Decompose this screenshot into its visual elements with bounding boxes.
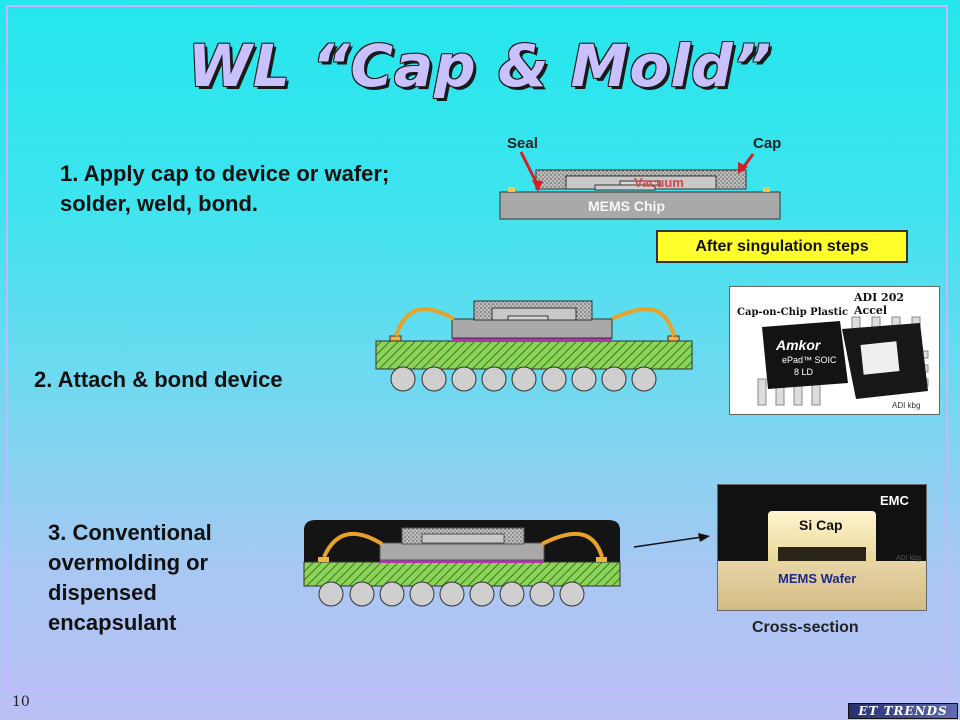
step-2-text: 2. Attach & bond device bbox=[34, 367, 283, 392]
step-1-line-1: 1. Apply cap to device or wafer; bbox=[60, 161, 390, 186]
cross-section-photo: EMC Si Cap MEMS Wafer ADI kbg bbox=[717, 484, 927, 611]
step-1-text: 1. Apply cap to device or wafer; solder,… bbox=[60, 159, 389, 219]
step-3-text: 3. Conventional overmolding or dispensed… bbox=[48, 518, 212, 638]
mems-wafer-label: MEMS Wafer bbox=[778, 571, 857, 586]
step-3-line-3: dispensed bbox=[48, 580, 157, 605]
mems-chip-label: MEMS Chip bbox=[588, 198, 665, 214]
si-cap-label: Si Cap bbox=[799, 517, 843, 533]
cap-cavity bbox=[778, 547, 866, 561]
package-part-label: ADI 202 Accel bbox=[854, 291, 905, 317]
pointer-arrow bbox=[633, 533, 710, 548]
capped-chip-diagram bbox=[499, 151, 781, 220]
step-3-line-2: overmolding or bbox=[48, 550, 209, 575]
wafer-layer bbox=[718, 561, 926, 610]
package-line-1: ePad™ SOIC bbox=[782, 355, 837, 365]
package-chips-graphic bbox=[757, 316, 929, 406]
emc-label: EMC bbox=[880, 493, 909, 508]
et-trends-logo: ET TRENDS bbox=[848, 703, 958, 719]
step-3-line-4: encapsulant bbox=[48, 610, 177, 635]
step-3-line-1: 3. Conventional bbox=[48, 520, 212, 545]
package-title-label: Cap-on-Chip Plastic bbox=[737, 307, 849, 318]
package-line-2: 8 LD bbox=[794, 367, 814, 377]
after-singulation-box: After singulation steps bbox=[656, 230, 908, 263]
slide-title: WL “Cap & Mold” bbox=[188, 32, 772, 100]
package-brand: Amkor bbox=[776, 337, 821, 353]
package-credit: ADI kbg bbox=[892, 401, 921, 410]
section-credit: ADI kbg bbox=[896, 555, 921, 562]
step-1-line-2: solder, weld, bond. bbox=[60, 191, 259, 216]
overmold-diagram bbox=[303, 520, 621, 607]
vacuum-label: Vacuum bbox=[634, 175, 684, 190]
cross-section-caption: Cross-section bbox=[752, 619, 859, 636]
package-photo: ADI 202 Accel Cap-on-Chip Plastic Amkor … bbox=[729, 286, 940, 415]
seal-label: Seal bbox=[507, 135, 538, 152]
attach-bond-diagram bbox=[375, 300, 693, 392]
cap-label: Cap bbox=[753, 135, 782, 152]
page-number: 10 bbox=[12, 694, 30, 710]
